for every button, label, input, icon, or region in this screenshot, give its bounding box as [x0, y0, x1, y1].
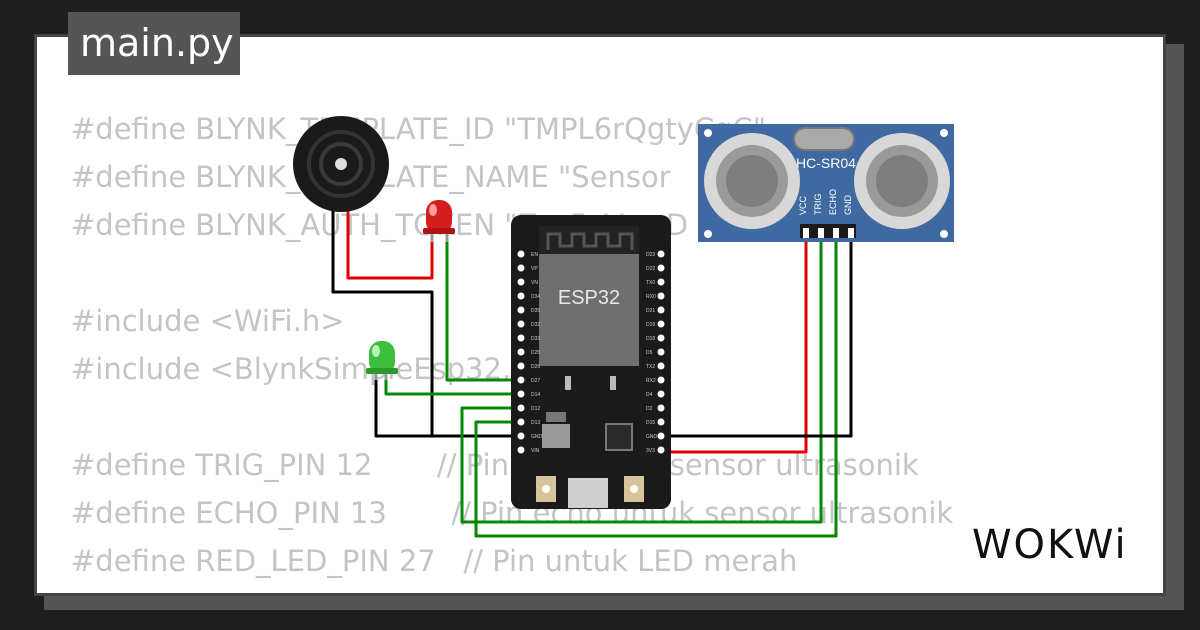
- sensor-pin-trig: TRIG: [813, 194, 823, 216]
- esp32-pin-label: D15: [646, 420, 655, 426]
- wire-redled-green: [445, 238, 520, 382]
- esp32-pin-hole[interactable]: [657, 348, 665, 356]
- esp32-pin-hole[interactable]: [657, 404, 665, 412]
- wires: [331, 205, 853, 538]
- esp32-pin-hole[interactable]: [517, 432, 525, 440]
- esp32-pin-label: RX0: [646, 294, 656, 300]
- esp32-pin-hole[interactable]: [517, 320, 525, 328]
- wire-buzzer-black: [331, 205, 520, 438]
- buzzer[interactable]: [293, 116, 389, 212]
- esp32-pin-label: GND: [531, 434, 543, 440]
- sensor-pin-gnd: GND: [843, 195, 853, 216]
- esp32-pin-hole[interactable]: [517, 264, 525, 272]
- esp32-pin-label: GND: [646, 434, 658, 440]
- esp32-pin-label: D23: [646, 252, 655, 258]
- esp32-pin-label: D25: [531, 350, 540, 356]
- code-line: #define RED_LED_PIN 27 // Pin untuk LED …: [71, 544, 798, 578]
- green-led[interactable]: [366, 341, 398, 380]
- esp32-pin-label: D33: [531, 336, 540, 342]
- esp32-pin-hole[interactable]: [657, 390, 665, 398]
- esp32-pin-label: VP: [531, 266, 538, 272]
- code-line: #define GREEN_LED_PIN 14 // Pin untuk LE…: [71, 585, 953, 593]
- esp32-pin-hole[interactable]: [517, 306, 525, 314]
- esp32-pin-hole[interactable]: [517, 362, 525, 370]
- sensor-pin-vcc: VCC: [798, 195, 808, 215]
- wire-trig-green: [460, 238, 823, 524]
- esp32-pin-hole[interactable]: [517, 250, 525, 258]
- esp32-pin-label: D27: [531, 378, 540, 384]
- esp32-pin-label: VN: [531, 280, 538, 286]
- esp32-pin-label: D4: [646, 392, 653, 398]
- esp32-pin-hole[interactable]: [657, 362, 665, 370]
- esp32-pin-hole[interactable]: [657, 334, 665, 342]
- esp32-pin-hole[interactable]: [517, 278, 525, 286]
- wokwi-logo: WOKWi: [972, 522, 1128, 568]
- esp32-pin-label: D12: [531, 406, 540, 412]
- esp32-pin-hole[interactable]: [657, 278, 665, 286]
- esp32-pin-label: D2: [646, 406, 653, 412]
- hc-sr04-sensor[interactable]: HC-SR04 VCC TRIG ECHO GND: [698, 124, 954, 242]
- esp32-pin-label: TX0: [646, 280, 655, 286]
- esp32-pin-label: TX2: [646, 364, 655, 370]
- esp32-pin-label: D22: [646, 266, 655, 272]
- esp32-pin-label: D21: [646, 308, 655, 314]
- esp32-pin-hole[interactable]: [517, 348, 525, 356]
- sensor-pin-echo: ECHO: [828, 189, 838, 215]
- wire-greenled-green: [384, 378, 520, 396]
- esp32-pin-hole[interactable]: [517, 418, 525, 426]
- esp32-pin-label: 3V3: [646, 448, 655, 454]
- wire-gnd-black: [660, 238, 853, 438]
- esp32-label: ESP32: [558, 287, 620, 309]
- wire-vcc-red: [660, 238, 808, 454]
- esp32-pin-hole[interactable]: [517, 334, 525, 342]
- esp32-pin-label: D18: [646, 336, 655, 342]
- esp32-pin-label: D19: [646, 322, 655, 328]
- file-tab[interactable]: main.py: [68, 12, 240, 75]
- esp32-pin-hole[interactable]: [517, 404, 525, 412]
- esp32-pin-label: D26: [531, 364, 540, 370]
- esp32-pin-label: D35: [531, 308, 540, 314]
- esp32-pin-label: VIN: [531, 448, 540, 454]
- sensor-label: HC-SR04: [796, 155, 856, 171]
- esp32-pin-label: D13: [531, 420, 540, 426]
- esp32-pin-hole[interactable]: [657, 306, 665, 314]
- esp32-pin-hole[interactable]: [657, 250, 665, 258]
- esp32-pin-hole[interactable]: [657, 264, 665, 272]
- esp32-pin-label: D32: [531, 322, 540, 328]
- code-line: #include <WiFi.h>: [71, 304, 345, 338]
- wire-greenled-black: [374, 378, 432, 438]
- esp32-pin-label: D14: [531, 392, 540, 398]
- esp32-pin-hole[interactable]: [517, 376, 525, 384]
- esp32-pin-hole[interactable]: [657, 446, 665, 454]
- esp32-pin-label: D34: [531, 294, 540, 300]
- esp32-pin-hole[interactable]: [657, 376, 665, 384]
- esp32-pin-hole[interactable]: [517, 390, 525, 398]
- esp32-pin-hole[interactable]: [657, 432, 665, 440]
- esp32-pin-label: RX2: [646, 378, 656, 384]
- esp32-pin-hole[interactable]: [517, 446, 525, 454]
- esp32-pin-hole[interactable]: [657, 320, 665, 328]
- esp32-pin-label: EN: [531, 252, 538, 258]
- red-led[interactable]: [423, 200, 455, 242]
- esp32-pin-hole[interactable]: [657, 292, 665, 300]
- esp32-pin-label: D5: [646, 350, 653, 356]
- wire-buzzer-red: [346, 205, 434, 280]
- esp32-pin-hole[interactable]: [657, 418, 665, 426]
- esp32-board[interactable]: ESP32 ENVPVND34D35D32D33D25D26D27D14D12D…: [511, 215, 671, 509]
- code-lines: #define BLYNK_TEMPLATE_ID "TMPL6rQgtyCgC…: [71, 105, 953, 593]
- esp32-pin-hole[interactable]: [517, 292, 525, 300]
